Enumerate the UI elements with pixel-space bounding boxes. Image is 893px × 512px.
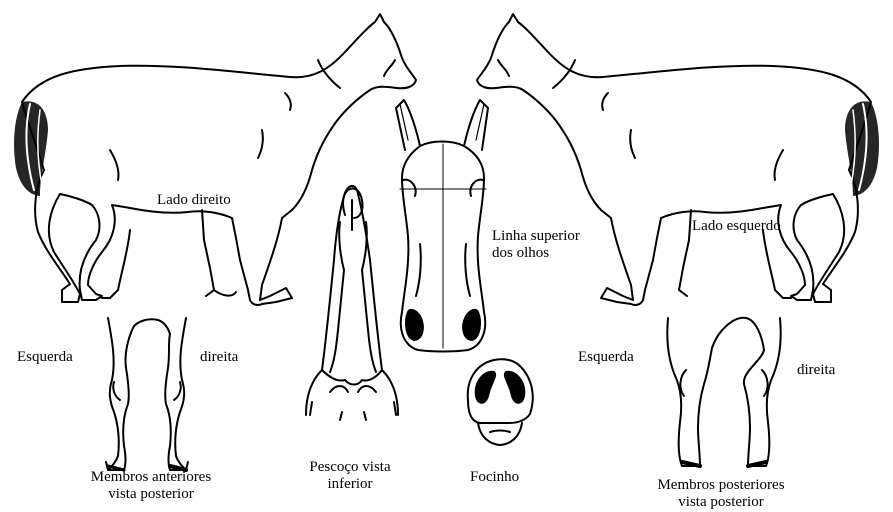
head-front-view-drawing [396, 100, 488, 352]
label-hind-caption-line1: Membros posteriores [626, 477, 816, 494]
label-eye-line-line1: Linha superior [492, 228, 580, 245]
label-eye-line-line2: dos olhos [492, 245, 580, 262]
label-neck-caption-line1: Pescoço vista [295, 459, 405, 476]
label-hind-caption: Membros posteriores vista posterior [626, 477, 816, 511]
label-front-left: Esquerda [17, 349, 73, 366]
front-limbs-rear-view-drawing [106, 318, 188, 470]
label-right-side: Lado direito [157, 192, 231, 209]
neck-inferior-view-drawing [306, 186, 398, 420]
label-neck-caption-line2: inferior [295, 476, 405, 493]
label-left-side: Lado esquerdo [692, 218, 781, 235]
label-eye-line: Linha superior dos olhos [492, 228, 580, 262]
label-hind-caption-line2: vista posterior [626, 494, 816, 511]
hind-limbs-rear-view-drawing [667, 318, 780, 466]
label-muzzle: Focinho [470, 469, 519, 486]
label-hind-left: Esquerda [578, 349, 634, 366]
muzzle-drawing [468, 359, 533, 445]
label-front-caption: Membros anteriores vista posterior [66, 469, 236, 503]
horse-right-side-drawing [14, 14, 416, 305]
label-front-right: direita [200, 349, 238, 366]
label-front-caption-line2: vista posterior [66, 486, 236, 503]
label-hind-right: direita [797, 362, 835, 379]
label-front-caption-line1: Membros anteriores [66, 469, 236, 486]
label-neck-caption: Pescoço vista inferior [295, 459, 405, 493]
